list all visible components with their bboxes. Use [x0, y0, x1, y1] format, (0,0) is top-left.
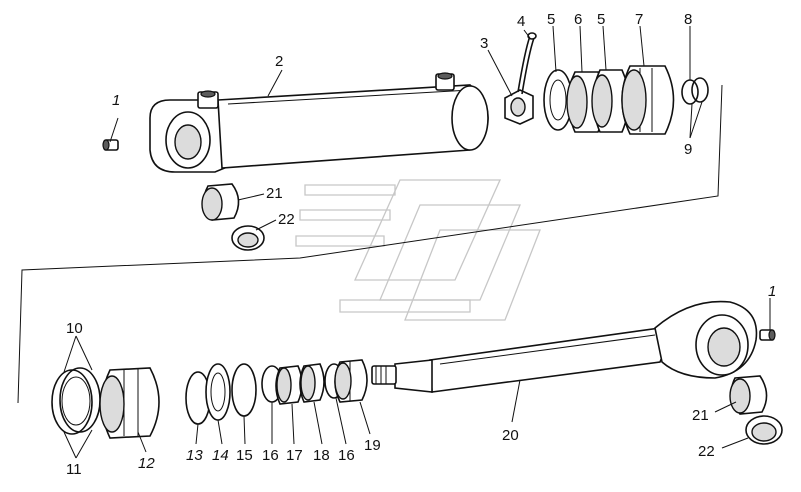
callout-10: 10 — [66, 320, 83, 337]
callout-22-lower: 22 — [698, 443, 715, 460]
grease-nipple-upper — [102, 139, 119, 151]
callout-1-lower: 1 — [768, 283, 776, 300]
grease-nipple-lower — [759, 329, 776, 341]
callout-9: 9 — [684, 141, 692, 158]
callout-14: 14 — [212, 447, 229, 464]
callout-17: 17 — [286, 447, 303, 464]
snap-rings — [185, 363, 257, 425]
callout-11: 11 — [66, 461, 82, 478]
callout-20: 20 — [502, 427, 519, 444]
o-rings-upper — [681, 77, 709, 105]
callout-5-second: 5 — [597, 11, 605, 28]
callout-21-lower: 21 — [692, 407, 709, 424]
callout-16-first: 16 — [262, 447, 279, 464]
rod-seal-stack — [261, 359, 368, 405]
piston — [621, 65, 675, 135]
callout-19: 19 — [364, 437, 381, 454]
cylinder-barrel — [149, 72, 489, 173]
callout-15: 15 — [236, 447, 253, 464]
watermark-logo — [295, 179, 541, 321]
callout-16-second: 16 — [338, 447, 355, 464]
callout-21-upper: 21 — [266, 185, 283, 202]
piston-rod — [371, 300, 758, 393]
callout-labels: 1 2 3 4 5 6 5 7 8 9 21 22 10 11 12 13 14… — [66, 11, 776, 478]
assembly-connection-lines — [17, 84, 723, 404]
piston-nut — [504, 89, 534, 125]
callout-6: 6 — [574, 11, 582, 28]
callout-7: 7 — [635, 11, 643, 28]
callout-13: 13 — [186, 447, 203, 464]
leader-lines — [63, 25, 771, 459]
callout-2: 2 — [275, 53, 283, 70]
cotter-pin — [517, 32, 537, 95]
callout-1-upper: 1 — [112, 92, 120, 109]
callout-22-upper: 22 — [278, 211, 295, 228]
bushing-upper — [201, 183, 265, 251]
seal-rings-lower — [51, 367, 101, 435]
rod-gland — [99, 367, 160, 439]
callout-4: 4 — [517, 13, 525, 30]
callout-18: 18 — [313, 447, 330, 464]
callout-12: 12 — [138, 455, 155, 472]
bushing-lower — [729, 375, 783, 445]
callout-8: 8 — [684, 11, 692, 28]
callout-5-first: 5 — [547, 11, 555, 28]
piston-rings-upper — [543, 69, 630, 133]
callout-3: 3 — [480, 35, 488, 52]
